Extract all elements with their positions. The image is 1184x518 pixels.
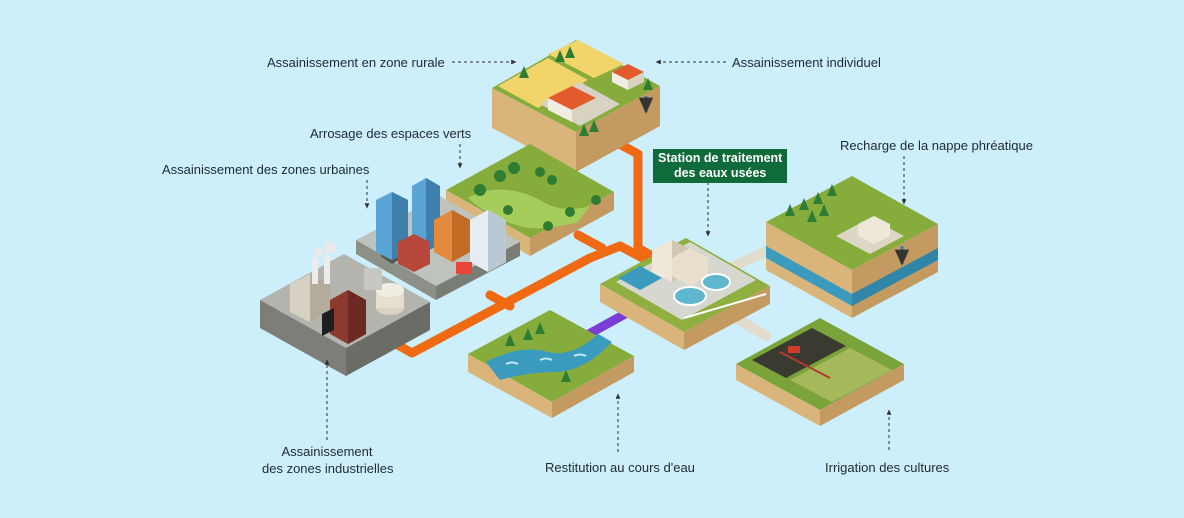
label-crop-irrigation: Irrigation des cultures <box>825 460 950 475</box>
urban-tile <box>356 178 520 300</box>
station-tile <box>600 238 770 350</box>
factory-building-1 <box>290 274 330 322</box>
factory-building-2 <box>330 290 366 344</box>
label-urban-sanitation: Assainissement des zones urbaines <box>162 162 370 177</box>
pipe-green-branch <box>573 230 607 253</box>
label-groundwater-recharge: Recharge de la nappe phréatique <box>840 138 1033 153</box>
label-green-spaces-watering: Arrosage des espaces verts <box>310 126 472 141</box>
station-buildings <box>652 240 708 286</box>
urban-tower-3 <box>470 210 506 272</box>
station-badge: Station de traitement des eaux usées <box>653 149 788 183</box>
river-tile <box>468 310 634 418</box>
label-rural-sanitation: Assainissement en zone rurale <box>267 55 445 70</box>
label-industrial-line2: des zones industrielles <box>262 461 394 476</box>
individual-house <box>612 64 644 90</box>
industrial-tile <box>260 242 430 376</box>
wastewater-pipes <box>391 135 661 358</box>
groundwater-tile <box>766 176 938 318</box>
pipe-urban-branch <box>485 290 515 311</box>
label-industrial-line1: Assainissement <box>281 444 373 459</box>
pipe-rural-to-station <box>607 135 661 263</box>
rural-tile <box>492 40 660 172</box>
pipe-industrial-to-station <box>391 241 655 358</box>
rural-farmhouse <box>548 86 596 122</box>
label-industrial-sanitation: Assainissement des zones industrielles <box>262 443 394 477</box>
station-badge-line2: des eaux usées <box>673 166 767 180</box>
leader-lines <box>324 59 907 452</box>
label-river-return: Restitution au cours d'eau <box>545 460 695 475</box>
urban-building-orange <box>434 210 470 262</box>
label-individual-sanitation: Assainissement individuel <box>732 55 881 70</box>
station-badge-line1: Station de traitement <box>658 151 783 165</box>
reuse-pipe-to-irrigation <box>731 313 771 341</box>
irrigation-tile <box>736 318 904 426</box>
urban-building-red <box>398 234 430 272</box>
